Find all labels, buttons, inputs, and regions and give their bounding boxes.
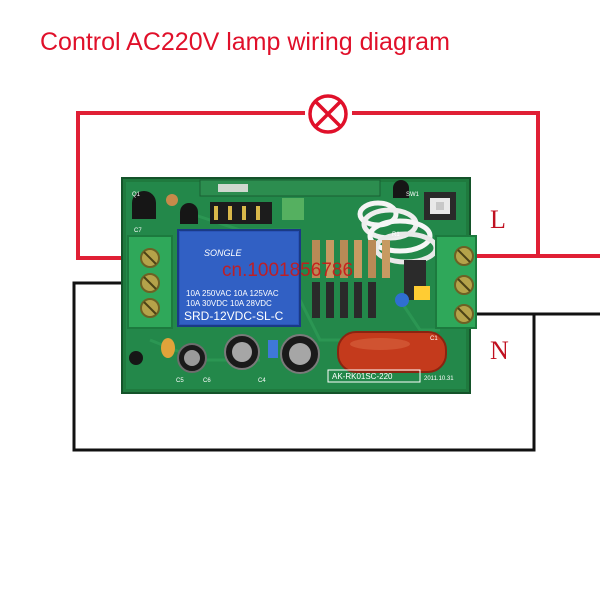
board-model: AK-RK01SC-220	[332, 372, 393, 381]
transistor	[180, 203, 198, 224]
crystal-component	[282, 198, 304, 220]
label-c4: C4	[258, 378, 266, 384]
live-label: L	[490, 205, 506, 234]
label-c1: C1	[430, 336, 438, 342]
silkscreen-labels: Q1 C7 SW1 C1 C5 C6 C4 R1	[132, 192, 438, 384]
label-c7: C7	[134, 228, 142, 234]
electrolytic-capacitors	[129, 334, 320, 374]
terminal-block-right	[435, 235, 477, 329]
component-row	[312, 240, 430, 318]
relay-rating-1: 10A 250VAC 10A 125VAC	[186, 289, 279, 298]
relay-model: SRD-12VDC-SL-C	[184, 309, 284, 323]
push-button-sw1[interactable]	[424, 192, 456, 220]
label-r1: R1	[392, 232, 400, 238]
x2-capacitor	[337, 331, 447, 373]
terminal-block-left	[127, 235, 173, 329]
small-capacitor	[166, 194, 178, 206]
relay-brand: SONGLE	[204, 248, 243, 258]
relay	[177, 229, 301, 327]
label-sw1: SW1	[406, 192, 420, 198]
transistor-q1	[132, 191, 156, 219]
board-date: 2011.10.31	[424, 376, 454, 382]
live-wire	[76, 111, 600, 260]
header-pins	[210, 202, 272, 224]
transistor-small	[393, 180, 409, 198]
board-model-box: AK-RK01SC-220 2011.10.31	[327, 369, 454, 383]
label-q1: Q1	[132, 192, 141, 198]
neutral-label: N	[490, 336, 509, 365]
relay-printing: SONGLE 10A 250VAC 10A 125VAC 10A 30VDC 1…	[184, 248, 284, 323]
label-c5: C5	[176, 378, 184, 384]
lamp-symbol-icon	[308, 94, 348, 134]
diagram-title: Control AC220V lamp wiring diagram	[40, 28, 450, 56]
rf-module	[199, 179, 381, 197]
relay-rating-2: 10A 30VDC 10A 28VDC	[186, 299, 272, 308]
label-c6: C6	[203, 378, 211, 384]
watermark-text: cn.1001856786	[222, 260, 354, 281]
